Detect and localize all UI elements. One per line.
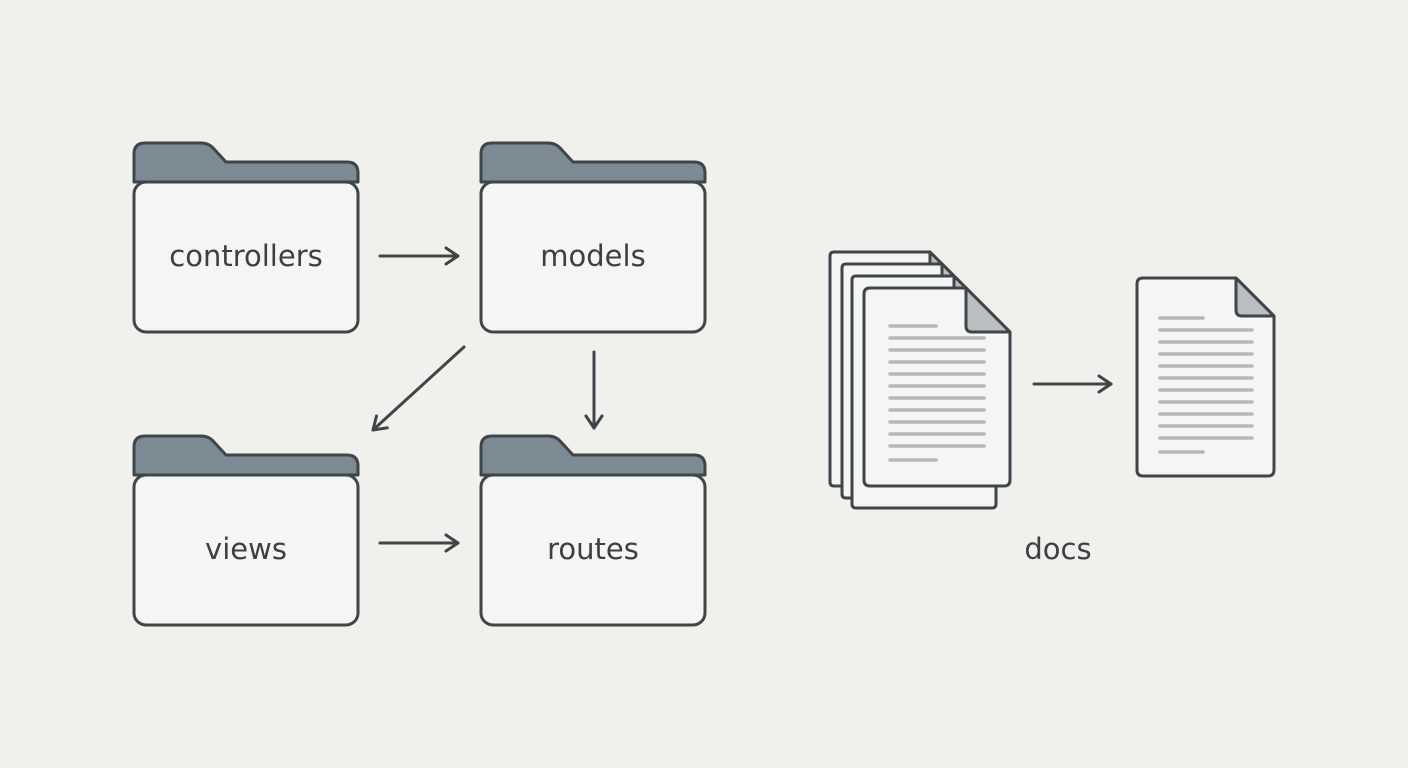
- folder-views-icon: [132, 434, 360, 627]
- folder-label-routes: routes: [547, 532, 639, 566]
- folder-models-icon: [479, 141, 707, 334]
- docs-label: docs: [1024, 532, 1092, 566]
- document-icon: [1135, 276, 1276, 478]
- folder-controllers-icon: [132, 141, 360, 334]
- stacked-documents-icon: [828, 250, 1012, 510]
- folder-routes-icon: [479, 434, 707, 627]
- arrow-models-to-views: [371, 345, 466, 432]
- folder-label-models: models: [540, 239, 646, 273]
- folder-label-controllers: controllers: [169, 239, 323, 273]
- folder-label-views: views: [205, 532, 287, 566]
